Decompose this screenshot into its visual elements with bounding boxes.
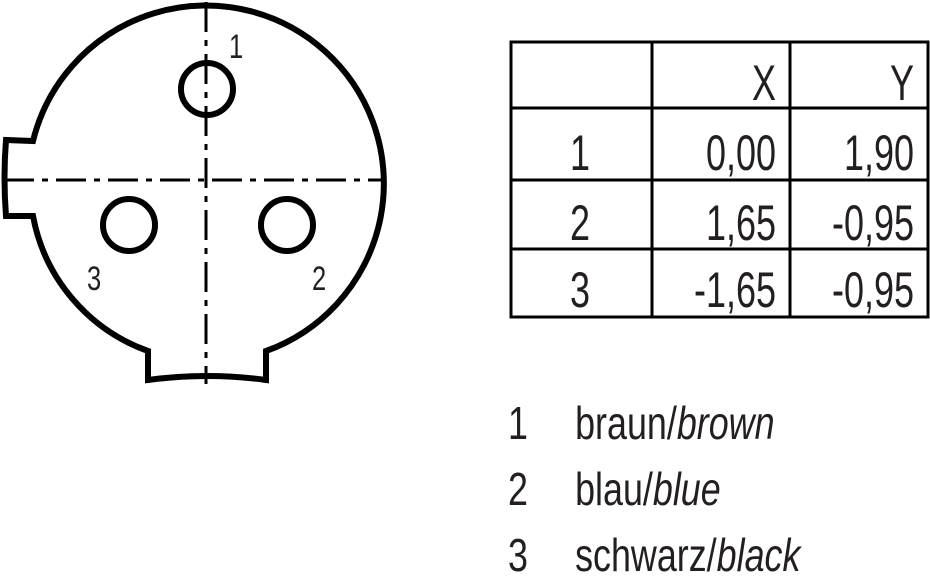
pin-label-3: 3 <box>87 261 101 298</box>
row-1-y: 1,90 <box>844 126 914 181</box>
row-2-x: 1,65 <box>706 196 776 251</box>
row-1-pin: 1 <box>570 126 590 181</box>
row-1-x: 0,00 <box>706 126 776 181</box>
header-x: X <box>752 56 776 111</box>
pin-3 <box>100 196 158 254</box>
row-3-x: -1,65 <box>694 263 776 318</box>
row-3-y: -0,95 <box>832 263 914 318</box>
row-2-pin: 2 <box>570 196 590 251</box>
coordinate-table <box>509 40 930 319</box>
pin-label-1: 1 <box>229 29 243 66</box>
connector-outline <box>1 2 387 384</box>
pin-label-2: 2 <box>312 261 326 298</box>
header-y: Y <box>890 56 914 111</box>
row-3-pin: 3 <box>570 263 590 318</box>
pin-2 <box>258 196 316 254</box>
row-2-y: -0,95 <box>832 196 914 251</box>
pin-1 <box>178 60 236 118</box>
